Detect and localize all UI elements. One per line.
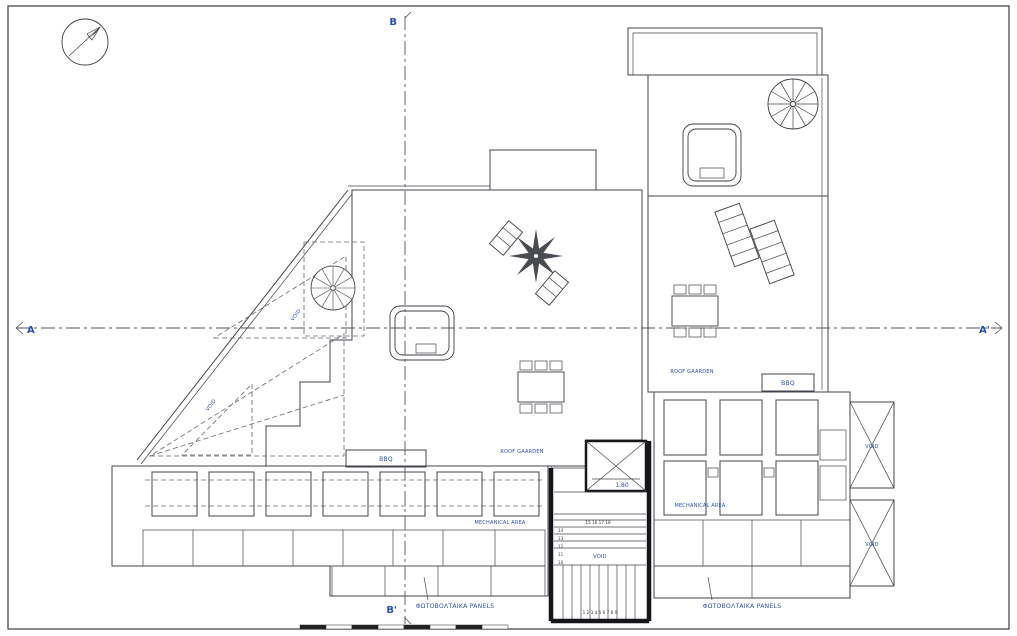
- stair-numbers-upper: 15 16 17 18: [585, 520, 611, 525]
- north-arrow-icon: [61, 18, 109, 66]
- mechanical-area-left-label: MECHANICAL AREA: [474, 520, 525, 526]
- sunbed-lower: [534, 270, 570, 306]
- section-line-b: [404, 11, 412, 625]
- elevator-dimension-label: 1.80: [615, 482, 629, 489]
- sunbed-upper: [488, 220, 524, 256]
- section-label-b-prime: B': [386, 605, 397, 616]
- section-label-a-prime: A': [979, 325, 990, 336]
- skylight-box: [489, 149, 597, 191]
- stair-number: 13: [558, 536, 564, 541]
- void-shaft-top-box: [849, 401, 895, 489]
- sheet-frame: [7, 5, 1010, 630]
- mechanical-zone-right: [653, 391, 895, 599]
- void-shaft-bottom-label: VOID: [865, 542, 878, 548]
- stair-core: [548, 439, 652, 624]
- stair-void-dashed-box: [303, 241, 365, 337]
- umbrella: [509, 229, 563, 283]
- section-label-a: A: [27, 325, 35, 336]
- deck-cells-left: [142, 529, 546, 597]
- stair-number: 11: [558, 552, 564, 557]
- pv-panel-columns: [663, 399, 819, 516]
- roof-garden-center-label: ROOF GAARDEN: [500, 449, 543, 455]
- scale-bar: [299, 624, 509, 630]
- bbq-center-label: BBQ: [379, 456, 393, 463]
- stairwell: [554, 519, 646, 621]
- roof-garden-right-label: ROOF GAARDEN: [670, 369, 713, 375]
- void-shaft-top-label: VOID: [865, 444, 878, 450]
- pv-panel-row: [151, 471, 540, 517]
- photovoltaic-left-label: ΦΩΤΟΒΟΛΤΑΙΚΑ PANELS: [416, 603, 495, 610]
- photovoltaic-right-label: ΦΩΤΟΒΟΛΤΑΙΚΑ PANELS: [703, 603, 782, 610]
- void-triangle-hatched: [181, 383, 253, 456]
- section-label-b: B: [389, 17, 397, 28]
- mechanical-strip-left: [111, 465, 549, 597]
- leader-left: [423, 576, 429, 601]
- stair-numbers-lower: 1 2 3 4 5 6 7 8 9: [583, 610, 618, 615]
- elevator-shaft: [584, 439, 648, 493]
- leader-right: [707, 576, 713, 601]
- stair-number: 12: [558, 544, 564, 549]
- dining-set-center: [517, 360, 565, 414]
- stair-number: 14: [558, 528, 564, 533]
- jacuzzi-right: [682, 123, 742, 187]
- lounge-chairs: [714, 202, 795, 285]
- jacuzzi-center: [389, 305, 455, 361]
- bbq-center-box: [345, 449, 427, 468]
- spiral-staircase-right: [767, 78, 819, 130]
- section-line-a: [15, 321, 1003, 335]
- void-triangle-lower: [148, 333, 345, 457]
- stair-number: 10: [558, 560, 564, 565]
- void-shaft-bottom-box: [849, 499, 895, 587]
- bbq-right-box: [761, 373, 815, 392]
- diagonal-wall: [136, 189, 353, 465]
- mechanical-area-right-label: MECHANICAL AREA: [674, 503, 725, 509]
- void-stairwell-label: VOID: [593, 554, 606, 560]
- bbq-right-label: BBQ: [781, 380, 795, 387]
- spiral-staircase-left: [310, 265, 356, 311]
- dining-set-right: [671, 284, 719, 338]
